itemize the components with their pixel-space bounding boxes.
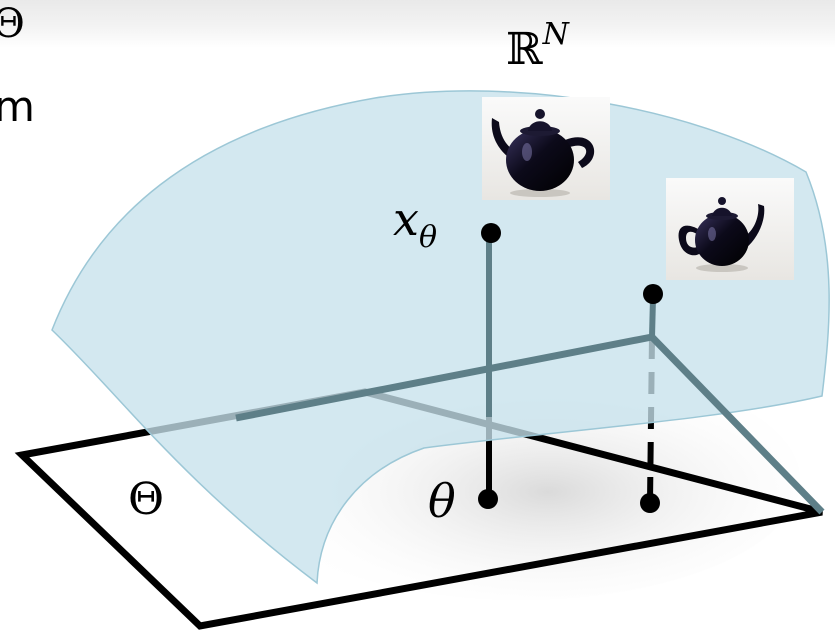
- label-image-point-symbol: x: [393, 192, 419, 246]
- label-ambient-space-symbol: ℝ: [506, 24, 543, 75]
- label-image-point: xθ: [393, 196, 437, 242]
- parameter-point-second: [640, 493, 660, 513]
- teapot-photo-large: [482, 97, 610, 200]
- label-parameter-space: Θ: [128, 478, 164, 522]
- label-parameter-point: θ: [428, 478, 456, 524]
- label-ambient-space-exponent: N: [543, 17, 569, 52]
- teapot-photo-small: [666, 178, 794, 280]
- image-point-x-theta: [481, 223, 501, 243]
- parameter-point-theta: [478, 489, 498, 509]
- image-point-second: [643, 284, 663, 304]
- label-image-point-subscript: θ: [419, 220, 437, 255]
- label-ambient-space: ℝN: [506, 28, 569, 72]
